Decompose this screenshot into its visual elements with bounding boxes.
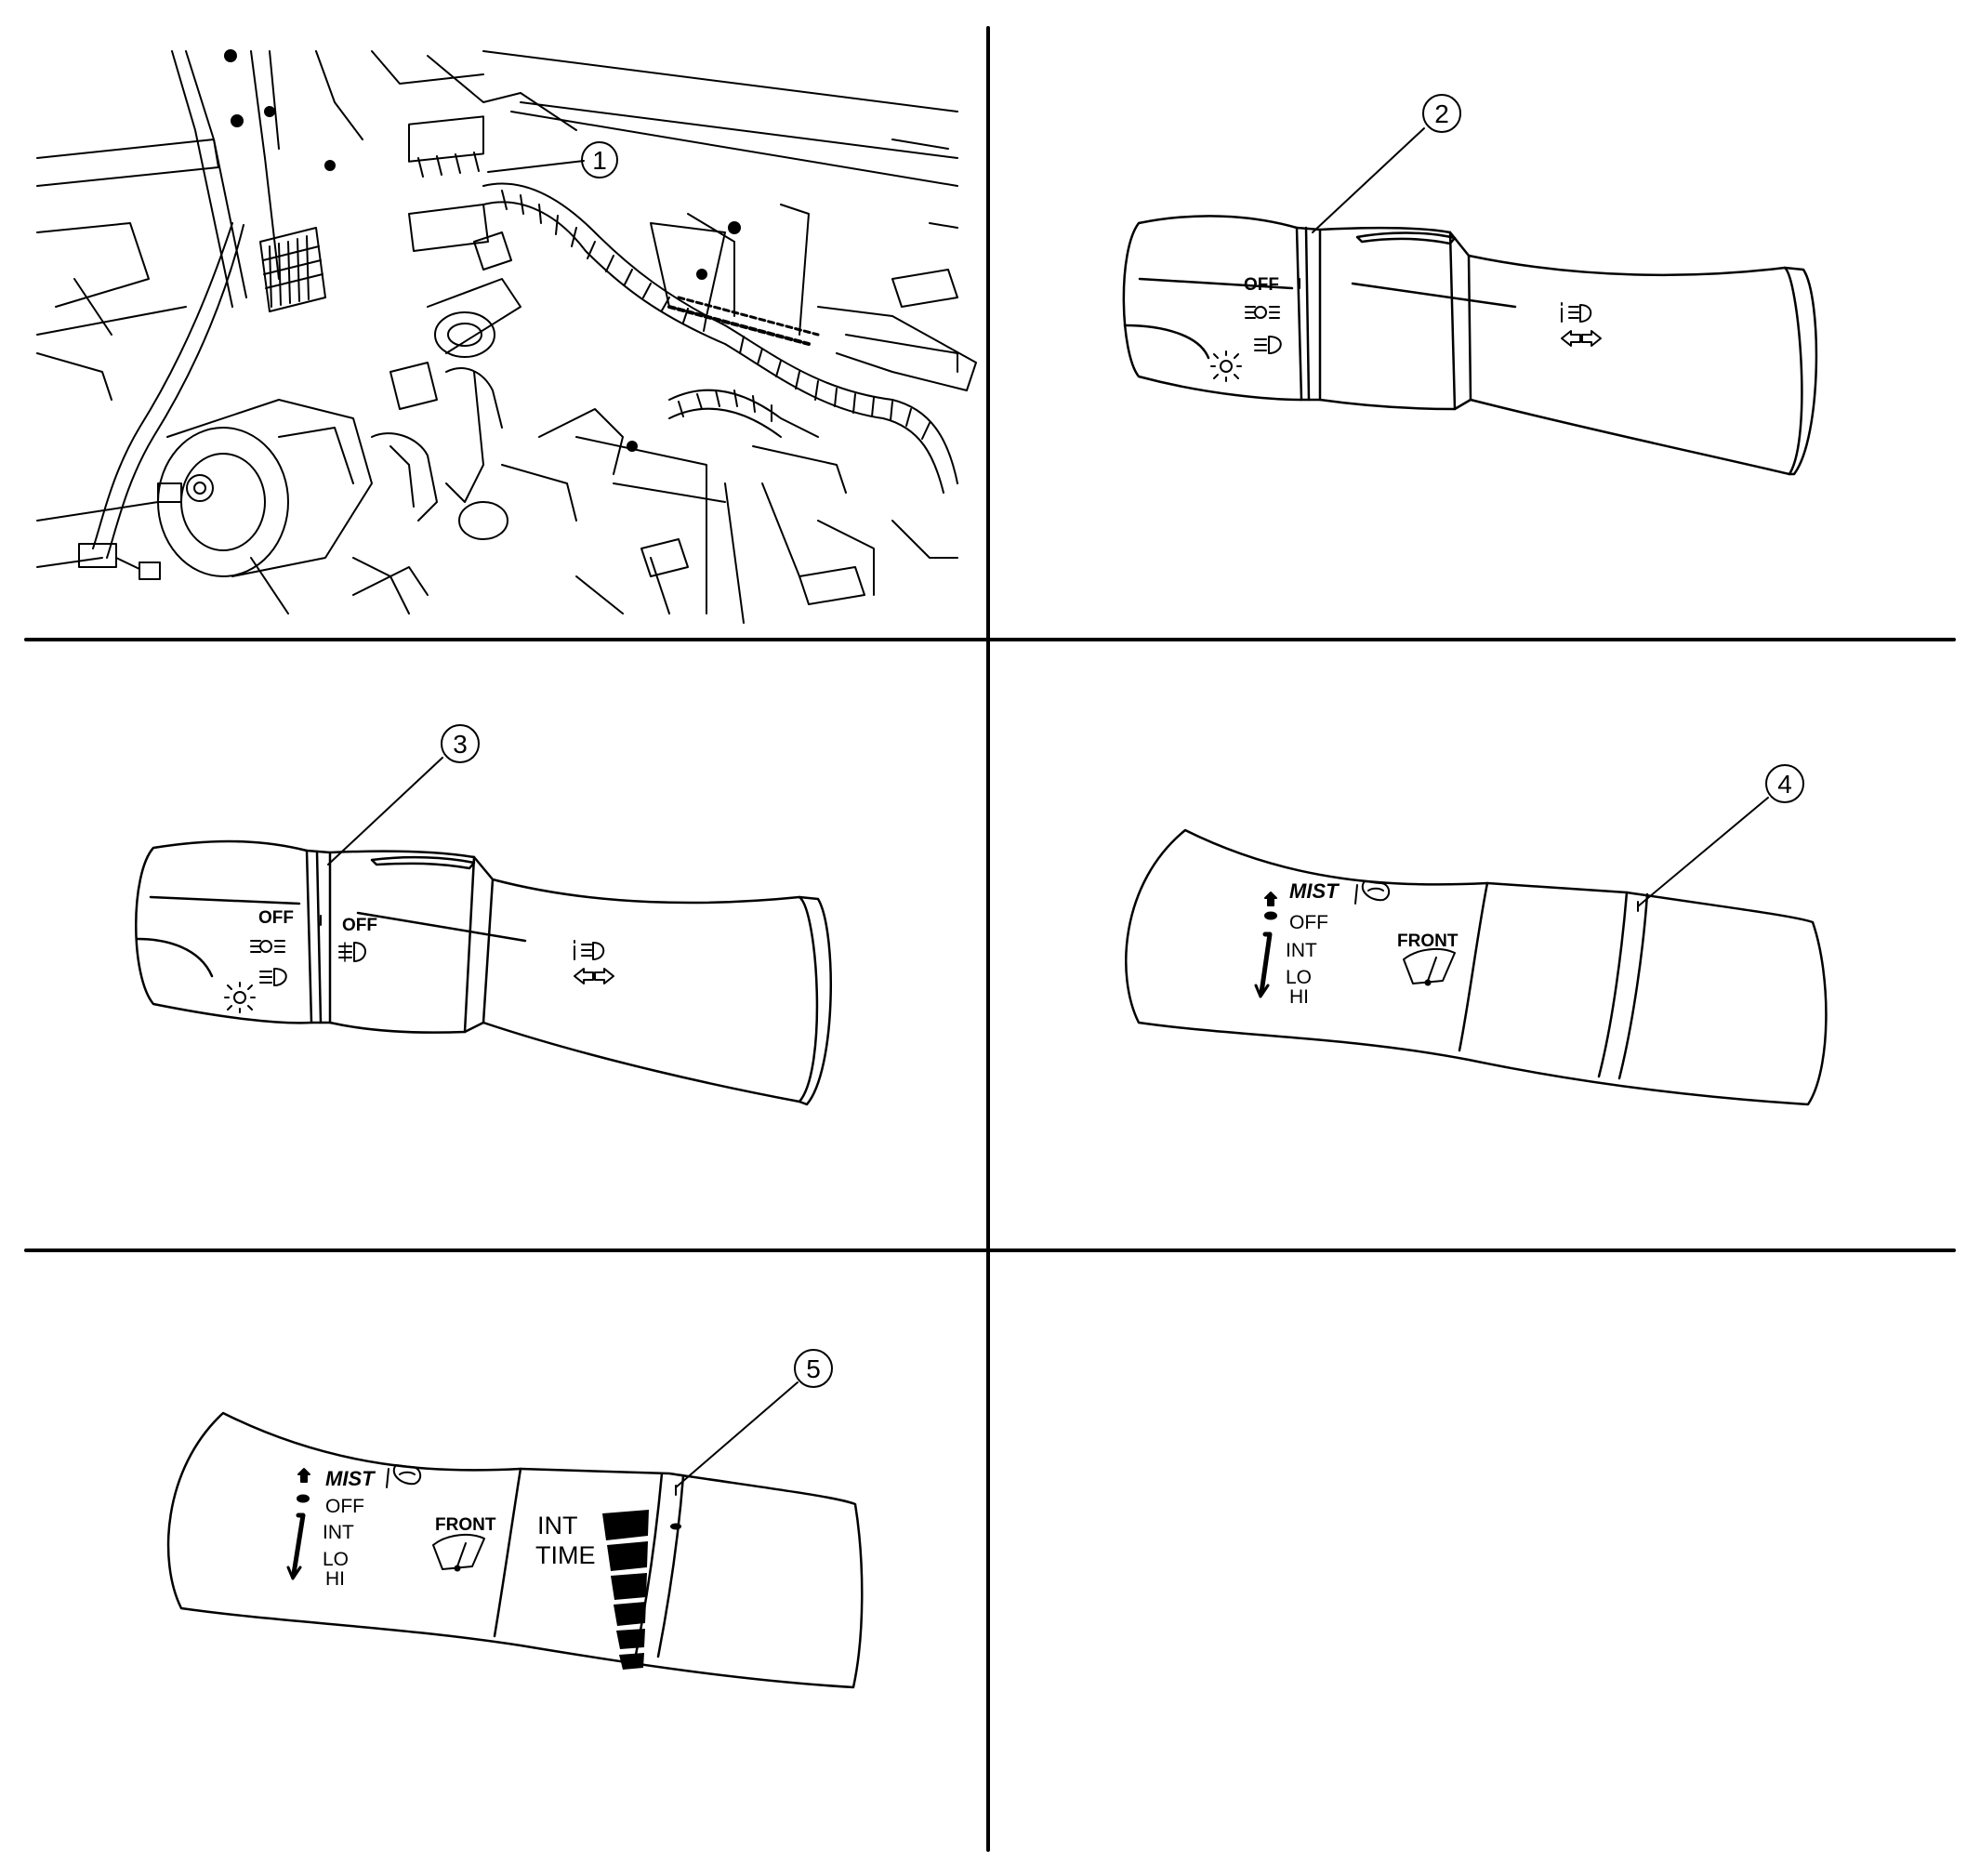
callout-3	[441, 724, 480, 763]
wiper-lo-label: LO	[323, 1549, 349, 1570]
high-beam-flash-icon	[1561, 302, 1592, 323]
callout-4-label: 4	[1777, 770, 1792, 799]
parking-lamp-icon	[1210, 350, 1242, 382]
direction-arrow-icon	[286, 1468, 310, 1580]
detent-mark-icon	[670, 1523, 681, 1530]
fog-lamp-icon	[338, 942, 366, 962]
panel-2-headlamp-switch	[1122, 127, 1818, 476]
headlamp-icon	[1254, 336, 1282, 354]
panel-4-wiper-switch	[1125, 797, 1828, 1106]
washer-icon	[386, 1464, 422, 1488]
panel-3-headlamp-fog-switch	[135, 757, 833, 1106]
wiper-off-label: OFF	[325, 1496, 364, 1517]
direction-arrow-icon	[1254, 892, 1277, 998]
wiper-icon	[1403, 947, 1456, 986]
high-beam-flash-icon	[574, 940, 605, 960]
int-time-bar-icon	[602, 1510, 649, 1670]
headlamp-off-label: OFF	[258, 908, 294, 928]
callout-5	[794, 1349, 833, 1388]
wiper-hi-label: HI	[325, 1568, 345, 1590]
wiper-int-label: INT	[323, 1522, 354, 1543]
mist-label: MIST	[1289, 879, 1340, 903]
washer-icon	[1354, 880, 1391, 905]
callout-3-label: 3	[453, 730, 468, 759]
turn-signal-arrows-icon	[1561, 330, 1602, 347]
front-label: FRONT	[1397, 931, 1459, 951]
mist-label: MIST	[325, 1467, 376, 1490]
fog-off-label: OFF	[342, 916, 377, 935]
int-time-label-time: TIME	[535, 1541, 596, 1569]
auto-light-icon	[1245, 306, 1280, 319]
int-time-label-int: INT	[537, 1512, 578, 1539]
headlamp-off-label: OFF	[1244, 275, 1279, 295]
callout-5-label: 5	[806, 1354, 821, 1383]
wiper-hi-label: HI	[1289, 986, 1309, 1008]
turn-signal-arrows-icon	[574, 968, 614, 984]
parking-lamp-icon	[224, 982, 256, 1013]
callout-1-label: 1	[592, 146, 607, 175]
wiper-lo-label: LO	[1286, 967, 1312, 988]
callout-4	[1765, 764, 1804, 803]
callout-2-label: 2	[1434, 99, 1449, 128]
wiper-off-label: OFF	[1289, 912, 1328, 933]
front-label: FRONT	[435, 1515, 496, 1535]
panel-dividers	[24, 26, 1956, 1852]
wiper-int-label: INT	[1286, 940, 1317, 961]
auto-light-icon	[250, 940, 285, 953]
panel-1-column-view	[36, 49, 977, 624]
wiper-icon	[432, 1533, 485, 1572]
headlamp-icon	[259, 968, 287, 986]
panel-5-wiper-int-switch	[166, 1381, 864, 1689]
callout-2	[1422, 94, 1461, 133]
callout-1	[581, 141, 618, 178]
